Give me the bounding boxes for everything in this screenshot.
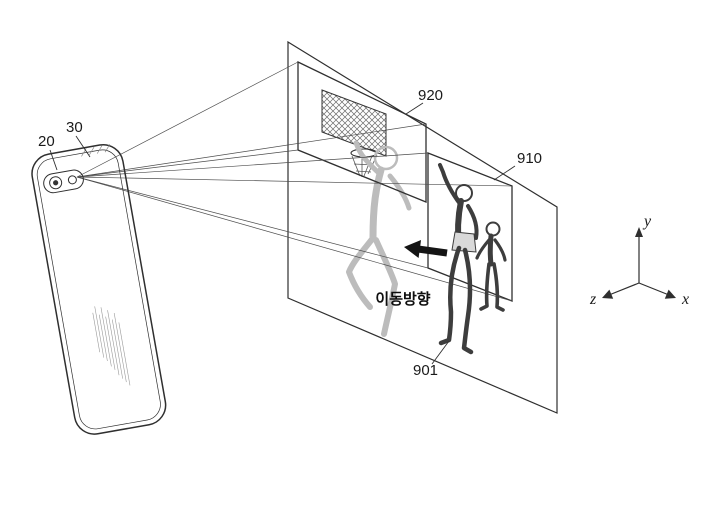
projection-line <box>76 123 427 178</box>
player-raised-arm <box>438 163 462 206</box>
axis-z <box>608 282 640 296</box>
leader-line-910 <box>493 165 516 181</box>
movement-direction-label: 이동방향 <box>375 290 430 308</box>
player-back-leg <box>461 247 474 355</box>
axis-y-label: y <box>642 213 652 230</box>
projection-line <box>76 61 299 178</box>
axis-z-label: z <box>589 291 597 308</box>
player-front-leg <box>438 245 462 346</box>
ghost-front-leg <box>346 235 376 310</box>
phone <box>31 143 167 435</box>
leader-line-901 <box>431 340 450 365</box>
ghost-player-sketch <box>346 140 412 337</box>
axis-x-label: x <box>681 291 689 308</box>
projection-line <box>76 152 429 178</box>
reference-labels: 20 30 920 910 901 <box>38 87 542 379</box>
player-dunking <box>438 163 479 355</box>
player-arm <box>466 204 479 240</box>
leader-line-20 <box>49 149 58 171</box>
label-920: 920 <box>418 87 443 104</box>
projection-lines <box>76 61 513 302</box>
axis-x-arrowhead <box>664 289 676 299</box>
label-901: 901 <box>413 362 438 379</box>
axis-x <box>638 282 670 296</box>
label-20: 20 <box>38 133 55 150</box>
ghost-head <box>373 145 399 171</box>
projection-line <box>76 176 513 187</box>
camera-module <box>43 169 84 194</box>
crop-rect-920 <box>297 60 427 203</box>
axis-y-arrowhead <box>635 227 643 237</box>
movement-annotation: 이동방향 <box>375 240 448 308</box>
ghost-back-leg <box>373 237 398 337</box>
child-arm-left <box>475 238 491 260</box>
projection-line <box>76 176 513 302</box>
camera-housing <box>43 169 84 194</box>
phone-shading-hatch <box>92 306 131 386</box>
camera-flash <box>67 175 77 185</box>
phone-body <box>31 143 167 435</box>
projection-line <box>76 176 429 269</box>
child-torso <box>487 233 494 267</box>
label-30: 30 <box>66 119 83 136</box>
projection-line <box>76 149 299 178</box>
coordinate-axes: y x z <box>589 213 689 308</box>
leader-line-30 <box>75 135 91 158</box>
axis-z-arrowhead <box>602 289 614 299</box>
crop-region-920 <box>297 60 427 203</box>
camera-lens-inner <box>53 180 59 186</box>
child-arm-right <box>493 238 507 262</box>
leader-line-920 <box>405 102 424 115</box>
phone-inner-outline <box>36 149 161 430</box>
child-leg-left <box>479 262 491 311</box>
child-leg-right <box>492 262 505 312</box>
player-child <box>475 221 507 312</box>
label-910: 910 <box>517 150 542 167</box>
movement-arrow <box>404 240 448 258</box>
ghost-raised-arm <box>353 140 383 177</box>
camera-lens <box>49 176 63 190</box>
